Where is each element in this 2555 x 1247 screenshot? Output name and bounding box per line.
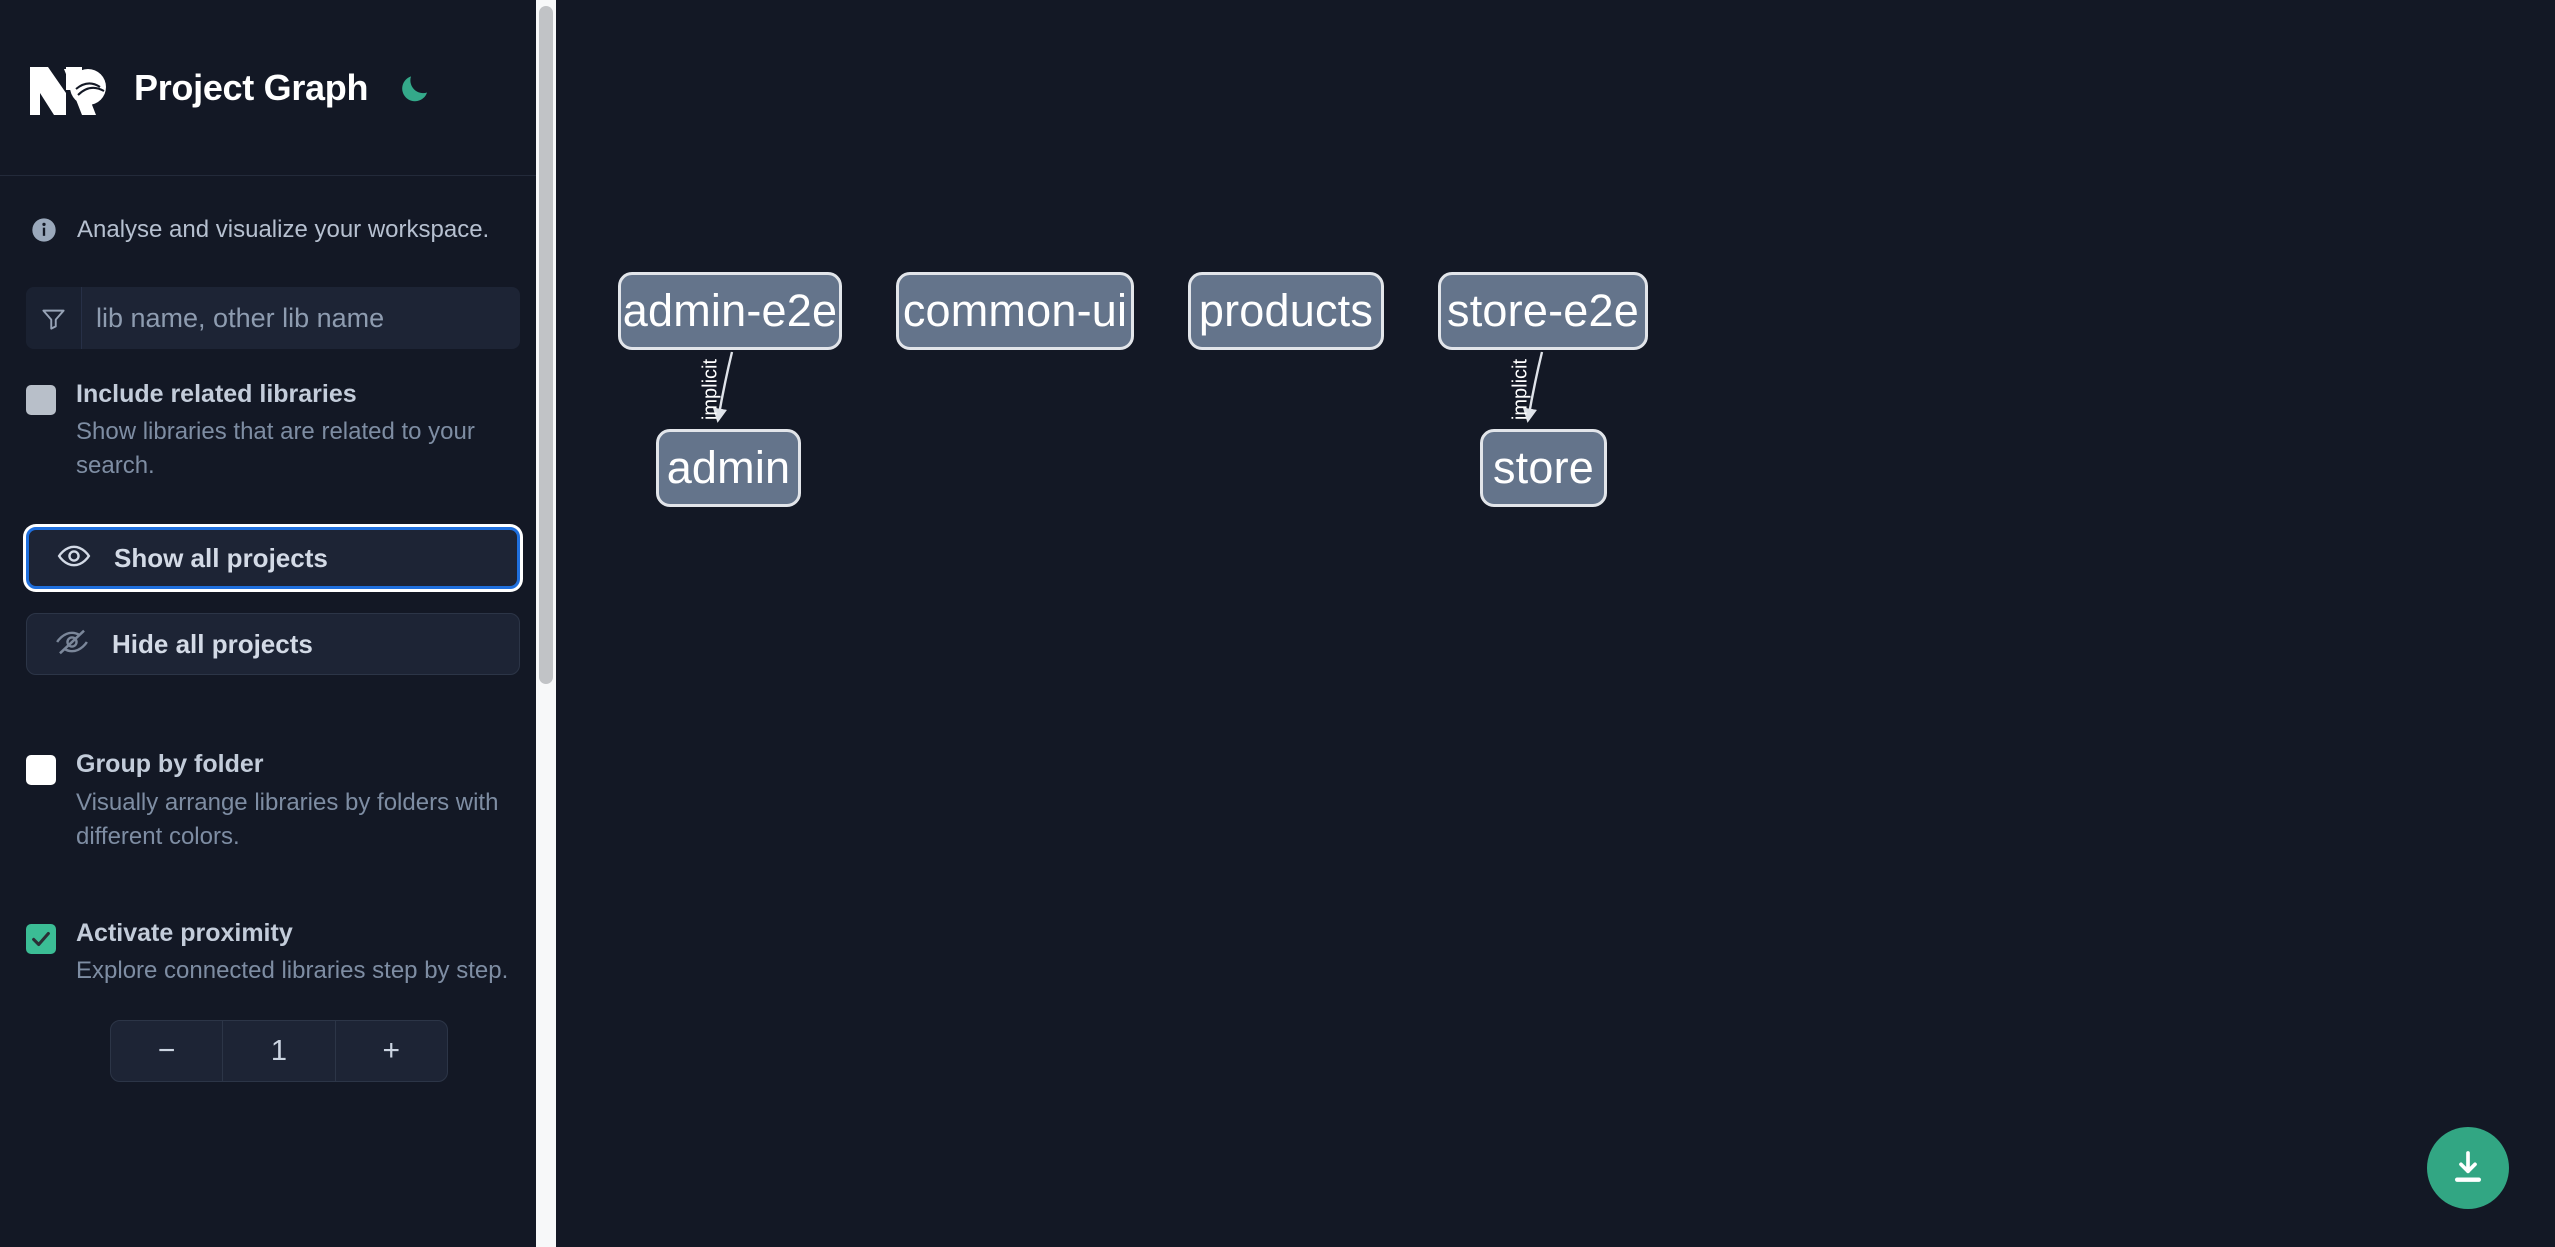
download-graph-button[interactable]: [2427, 1127, 2509, 1209]
proximity-value: 1: [222, 1021, 334, 1082]
graph-node-store[interactable]: store: [1480, 429, 1607, 507]
hide-all-projects-label: Hide all projects: [112, 628, 313, 659]
show-all-projects-label: Show all projects: [114, 542, 328, 573]
nx-logo-icon: [26, 57, 110, 119]
option-description: Explore connected libraries step by step…: [76, 957, 509, 985]
show-all-projects-button[interactable]: Show all projects: [26, 527, 520, 590]
tagline-text: Analyse and visualize your workspace.: [77, 216, 490, 243]
download-icon: [2455, 1151, 2481, 1182]
sidebar: Project Graph Analyse and visualize your…: [0, 0, 556, 1247]
graph-node-admin[interactable]: admin: [656, 429, 801, 507]
eye-icon: [57, 539, 91, 578]
option-title: Group by folder: [76, 750, 264, 779]
graph-node-products[interactable]: products: [1188, 272, 1384, 350]
proximity-decrement-button[interactable]: −: [157, 1034, 176, 1068]
graph-node-store-e2e[interactable]: store-e2e: [1438, 272, 1648, 350]
option-title: Include related libraries: [76, 380, 357, 408]
moon-icon[interactable]: [398, 71, 432, 105]
info-icon: [30, 216, 58, 244]
option-title: Activate proximity: [76, 918, 293, 947]
option-group-by-folder: Group by folder Visually arrange librari…: [26, 749, 520, 853]
group-by-folder-checkbox[interactable]: [26, 755, 56, 786]
search-input[interactable]: [82, 287, 520, 349]
option-activate-proximity: Activate proximity Explore connected lib…: [26, 918, 520, 988]
option-include-related-libraries: Include related libraries Show libraries…: [26, 379, 520, 483]
sidebar-scrollbar-thumb[interactable]: [539, 6, 553, 684]
graph-node-common-ui[interactable]: common-ui: [896, 272, 1134, 350]
filter-funnel-icon: [26, 287, 82, 349]
checkmark-icon: [32, 931, 50, 946]
eye-off-icon: [55, 625, 89, 664]
graph-canvas[interactable]: implicit implicit admin-e2e common-ui pr…: [556, 0, 2555, 1247]
sidebar-scrollbar[interactable]: [536, 0, 556, 1247]
edge-label-implicit: implicit: [699, 358, 722, 421]
graph-node-admin-e2e[interactable]: admin-e2e: [618, 272, 842, 350]
sidebar-header: Project Graph: [0, 0, 556, 176]
page-title: Project Graph: [134, 66, 369, 108]
include-related-libraries-checkbox[interactable]: [26, 385, 56, 415]
proximity-increment-button[interactable]: +: [334, 1021, 447, 1082]
hide-all-projects-button[interactable]: Hide all projects: [26, 613, 520, 676]
edge-label-implicit: implicit: [1509, 358, 1532, 421]
option-description: Visually arrange libraries by folders wi…: [76, 788, 499, 850]
sidebar-tagline: Analyse and visualize your workspace.: [0, 176, 556, 244]
proximity-stepper: − 1 +: [110, 1020, 448, 1083]
graph-edges: [712, 351, 1544, 423]
search-box[interactable]: [26, 287, 520, 349]
option-description: Show libraries that are related to your …: [76, 418, 475, 480]
activate-proximity-checkbox[interactable]: [26, 923, 56, 954]
